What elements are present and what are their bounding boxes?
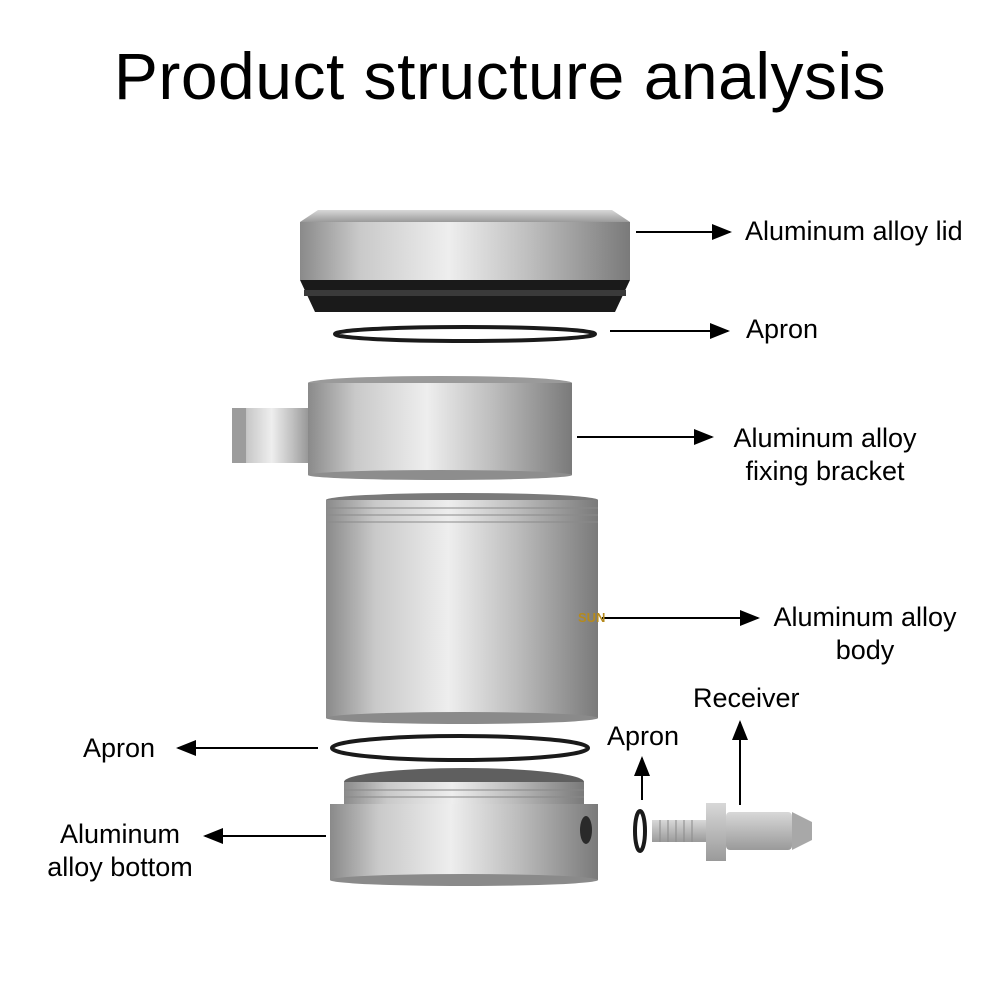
label-bottom-line2: alloy bottom [47, 852, 193, 882]
label-fixing-bracket-line2: fixing bracket [745, 456, 905, 486]
label-apron-top: Apron [746, 314, 819, 344]
callout-arrows [176, 224, 760, 844]
label-receiver: Receiver [693, 683, 800, 713]
label-body: Aluminum alloy body [760, 601, 970, 667]
small-apron-ring [633, 809, 647, 853]
label-bottom-line1: Aluminum [59, 819, 181, 849]
fixing-bracket-part [232, 376, 572, 480]
receiver-part [652, 803, 812, 861]
apron-lower-ring [330, 734, 590, 762]
aluminum-body-part [326, 493, 598, 724]
label-body-line2: body [835, 635, 895, 665]
aluminum-bottom-part [330, 768, 598, 886]
label-fixing-bracket: Aluminum alloy fixing bracket [720, 422, 930, 488]
label-fixing-bracket-line1: Aluminum alloy [733, 423, 917, 453]
apron-top-ring [333, 325, 597, 343]
label-lid: Aluminum alloy lid [745, 216, 963, 246]
label-body-line1: Aluminum alloy [773, 602, 957, 632]
label-apron-left: Apron [83, 733, 156, 763]
aluminum-lid-part [300, 210, 630, 312]
page-title: Product structure analysis [113, 39, 887, 113]
brand-mark: SUN [578, 610, 606, 625]
label-apron-small: Apron [607, 721, 680, 751]
label-bottom: Aluminum alloy bottom [30, 818, 210, 884]
